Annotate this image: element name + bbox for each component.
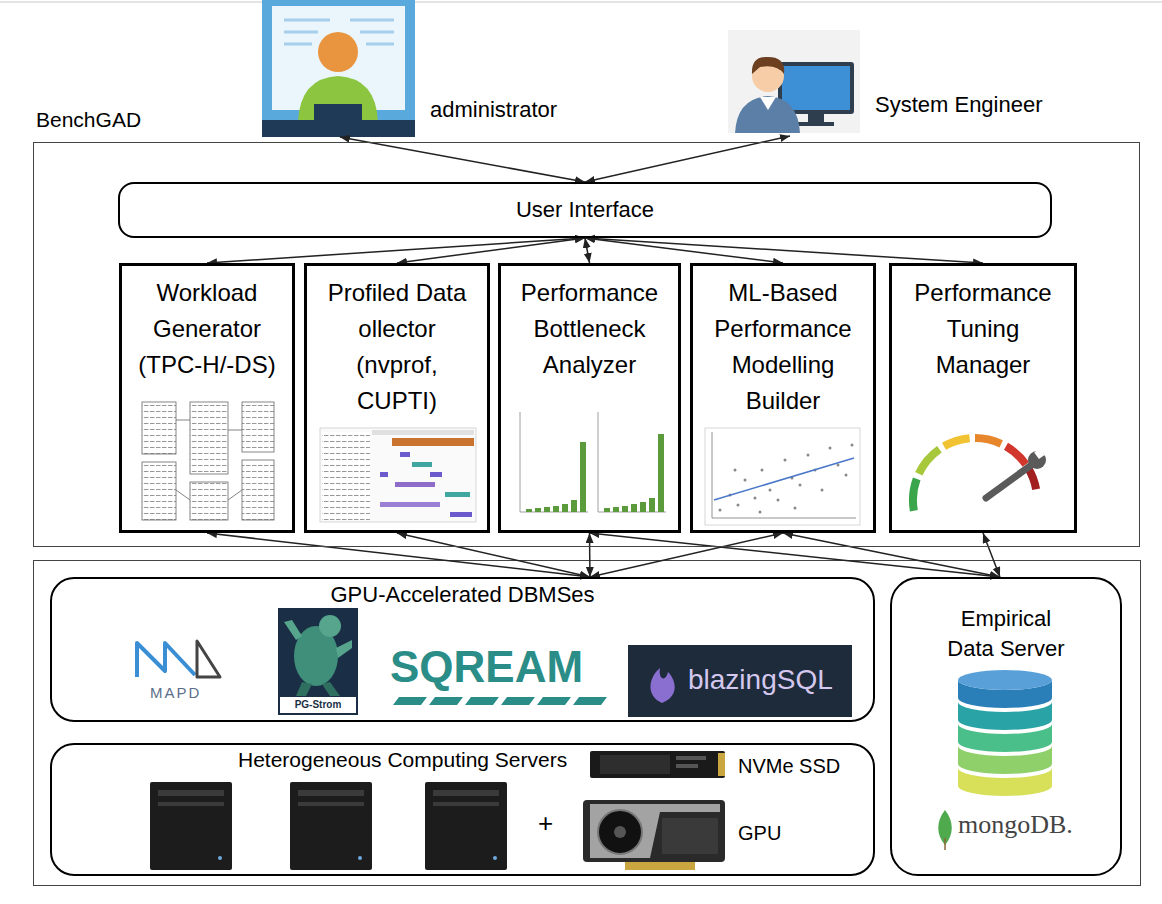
- sqream-logo: [393, 697, 607, 705]
- engineer-icon: [728, 30, 860, 133]
- connector-arrow: [589, 533, 591, 577]
- connector-arrow: [590, 533, 783, 577]
- component-label: NVMe SSD: [738, 754, 840, 778]
- database-icon: [958, 670, 1052, 796]
- pg-strom-logo: [278, 608, 358, 715]
- connector-arrow: [585, 238, 590, 263]
- logo-text: MAPD: [150, 684, 201, 702]
- connector-arrow: [207, 238, 585, 263]
- group-title: GPU-Accelerated DBMSes: [52, 582, 873, 608]
- connector-arrow: [983, 533, 1000, 577]
- blazingsql-logo: [628, 645, 852, 717]
- actor-label: System Engineer: [875, 92, 1043, 118]
- logo-text: PG-Strom: [279, 699, 357, 711]
- boundary-title: BenchGAD: [36, 107, 141, 132]
- server-towers: [150, 782, 507, 870]
- ssd-picture: [590, 751, 725, 778]
- timeline-thumbnail: [320, 428, 476, 522]
- box-label: Workload Generator (TPC-H/-DS): [122, 275, 292, 383]
- group-title: Empirical Data Server: [892, 604, 1120, 664]
- logo-text: blazingSQL: [688, 663, 833, 697]
- connector-arrow: [340, 137, 585, 182]
- connector-arrow: [590, 533, 1000, 577]
- module-box: ML-Based Performance Modelling Builder: [690, 263, 876, 533]
- administrator-icon: [262, 0, 415, 137]
- connector-arrow: [783, 533, 1000, 577]
- user-actor: System Engineer: [727, 28, 1127, 136]
- top-rule: [0, 2, 1162, 3]
- connector-arrow: [207, 533, 590, 577]
- box-label: User Interface: [120, 184, 1050, 236]
- box-label: Performance Tuning Manager: [892, 275, 1074, 383]
- dbms-group: GPU-Accelerated DBMSesMAPD PG-Strom SQREAM…: [50, 577, 875, 722]
- mongodb-leaf: [938, 810, 952, 850]
- box-label: ML-Based Performance Modelling Builder: [693, 275, 873, 419]
- module-box: Performance Tuning Manager: [889, 263, 1077, 533]
- user-actor: administrator: [262, 0, 592, 137]
- connector-arrow: [585, 238, 983, 263]
- bar-chart-thumbnail: [520, 412, 666, 512]
- actor-label: administrator: [430, 97, 557, 123]
- connector-arrow: [397, 238, 585, 263]
- module-box: Workload Generator (TPC-H/-DS): [119, 263, 295, 533]
- schema-thumbnail: [142, 402, 274, 520]
- scatter-thumbnail: [705, 428, 860, 525]
- logo-text: mongoDB.: [958, 809, 1073, 840]
- gpu-picture: [583, 800, 725, 870]
- gauge-icon: [913, 438, 1046, 511]
- component-label: GPU: [738, 821, 781, 845]
- data-server: Empirical Data Server mongoDB.: [890, 577, 1122, 876]
- module-box: Profiled Data ollector (nvprof, CUPTI): [304, 263, 490, 533]
- box-label: Performance Bottleneck Analyzer: [501, 275, 678, 383]
- box-label: Profiled Data ollector (nvprof, CUPTI): [307, 275, 487, 419]
- plus-sign: +: [538, 808, 553, 839]
- group-title: Heterogeneous Computing Servers: [238, 747, 567, 772]
- interface-box: User Interface: [118, 182, 1052, 238]
- system-boundary: BenchGADUser InterfaceWorkload Generator…: [33, 142, 1140, 547]
- platform-frame: [34, 561, 1141, 886]
- server-group: Heterogeneous Computing Servers + NVMe SSD…: [50, 743, 875, 876]
- connector-arrow: [585, 238, 783, 263]
- mapd-logo: [137, 641, 220, 677]
- logo-text: SQREAM: [390, 641, 583, 694]
- module-box: Performance Bottleneck Analyzer: [498, 263, 681, 533]
- connector-arrow: [397, 533, 590, 577]
